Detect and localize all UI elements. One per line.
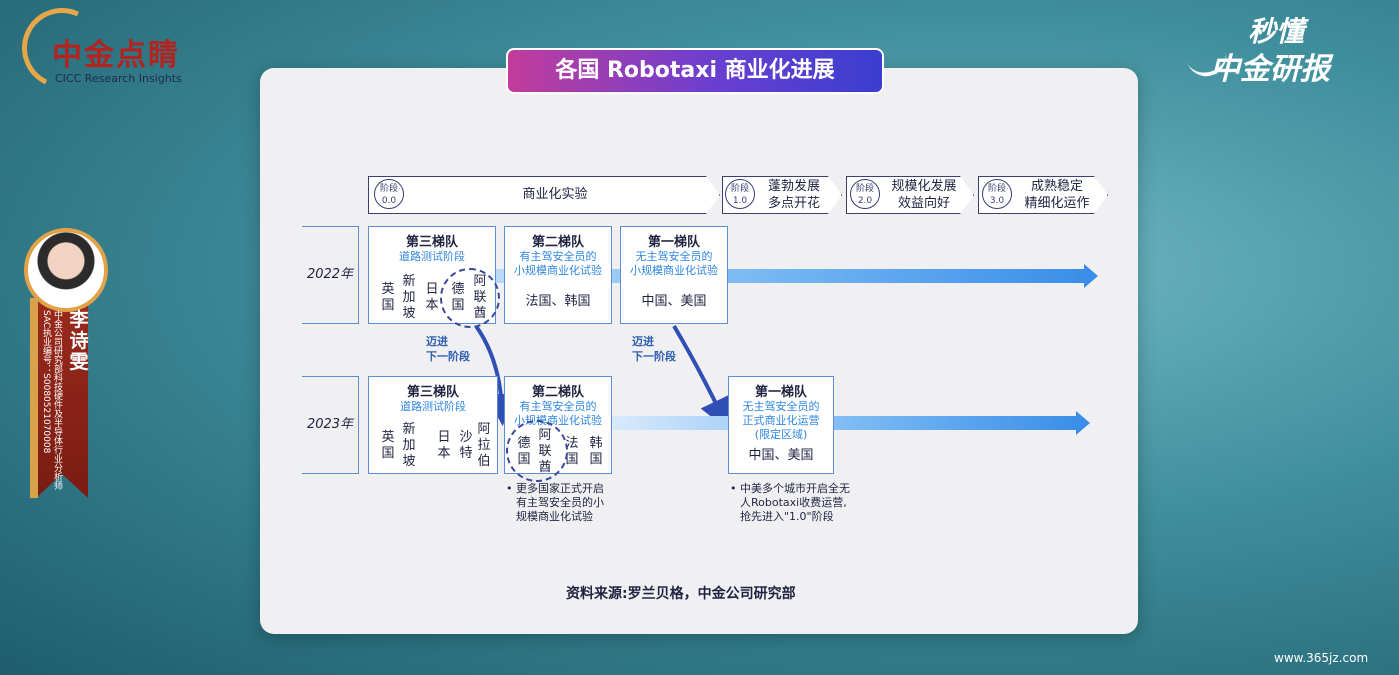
tier1-2022-box: 第一梯队 无主驾安全员的 小规模商业化试验 中国、美国	[620, 226, 728, 324]
stage-3-text: 成熟稳定精细化运作	[1024, 179, 1090, 211]
tier3-2023-box: 第三梯队 道路测试阶段	[368, 376, 498, 474]
stage-0-chevron	[368, 176, 720, 214]
tier-sub: 无主驾安全员的	[635, 250, 713, 263]
year-2023-label: 2023年	[302, 376, 359, 474]
note-right: • 中美多个城市开启全无人Robotaxi收费运营,抢先进入"1.0"阶段	[730, 482, 850, 523]
country-uk-2023: 英国	[381, 430, 395, 461]
advance-label-left: 迈进下一阶段	[426, 335, 470, 363]
presenter-name: 李诗雯	[69, 309, 89, 373]
tier-sub: 有主驾安全员的	[519, 400, 597, 413]
source-note: 资料来源:罗兰贝格，中金公司研究部	[566, 586, 796, 602]
advance-label-right: 迈进下一阶段	[632, 335, 676, 363]
note-left: • 更多国家正式开启有主驾安全员的小规模商业化试验	[506, 482, 604, 523]
country-france-2023: 法国	[565, 436, 579, 467]
tier-name: 第三梯队	[405, 235, 458, 250]
tier-sub: 小规模商业化试验	[514, 264, 602, 277]
brand-right-line2: 中金研报	[1210, 52, 1330, 87]
country-japan-2023: 日本	[437, 430, 451, 461]
tier-name: 第一梯队	[647, 235, 700, 250]
tier-sub: (限定区域)	[754, 428, 808, 441]
watermark: www.365jz.com	[1274, 651, 1369, 665]
tier-name: 第二梯队	[531, 385, 584, 400]
tier1-2023-box: 第一梯队 无主驾安全员的 正式商业化运营 (限定区域) 中国、美国	[728, 376, 834, 474]
country-saudi-2023: 沙特	[459, 430, 473, 461]
tier-countries: 法国、韩国	[525, 294, 591, 309]
highlight-circle-2023	[506, 420, 568, 482]
highlight-circle-2022	[440, 268, 500, 328]
presenter-ribbon-edge	[30, 298, 38, 498]
arrow-head-2023-icon	[1076, 411, 1090, 435]
logo-text: 中金点睛	[52, 38, 180, 73]
tier-name: 第二梯队	[531, 235, 584, 250]
tier-name: 第一梯队	[754, 385, 807, 400]
stage-1-text: 蓬勃发展多点开花	[767, 179, 820, 211]
year-2022-label: 2022年	[302, 226, 359, 324]
presenter-title: 中金公司研究部科技硬件及半导体行业分析师 SAC执业编号：S0080521070…	[41, 310, 62, 490]
tier-sub: 道路测试阶段	[399, 250, 465, 263]
brand-right-line1: 秒懂	[1248, 15, 1305, 48]
tier-sub: 道路测试阶段	[400, 400, 466, 413]
country-japan-2022: 日本	[425, 282, 439, 313]
diagram-card	[260, 68, 1138, 634]
presenter-ribbon	[36, 298, 88, 498]
tier-sub: 正式商业化运营	[742, 414, 820, 427]
advance-arrows-svg	[474, 324, 730, 430]
tier-countries: 中国、美国	[748, 448, 814, 463]
advance-arrow-left-icon	[474, 324, 518, 426]
country-arabia-2023: 阿拉伯	[477, 422, 491, 469]
advance-arrow-right-icon	[672, 324, 730, 430]
tier-sub: 小规模商业化试验	[630, 264, 718, 277]
country-uk-2022: 英国	[381, 282, 395, 313]
logo-subtitle: CICC Research Insights	[55, 72, 182, 85]
diagram-title: 各国 Robotaxi 商业化进展	[506, 48, 884, 94]
presenter-avatar	[24, 228, 108, 312]
tier-sub: 无主驾安全员的	[742, 400, 820, 413]
tier-name: 第三梯队	[406, 385, 459, 400]
stage-2-text: 规模化发展效益向好	[891, 179, 957, 211]
timeline-arrow-2023	[612, 416, 1078, 430]
tier2-2022-box: 第二梯队 有主驾安全员的 小规模商业化试验 法国、韩国	[504, 226, 612, 324]
country-singapore-2022: 新加坡	[402, 274, 416, 321]
tier-sub: 有主驾安全员的	[519, 250, 597, 263]
country-korea-2023: 韩国	[589, 436, 603, 467]
stage-0-text: 商业化实验	[522, 187, 588, 202]
arrow-head-2022-icon	[1084, 264, 1098, 288]
tier-countries: 中国、美国	[641, 294, 707, 309]
country-singapore-2023: 新加坡	[402, 422, 416, 469]
